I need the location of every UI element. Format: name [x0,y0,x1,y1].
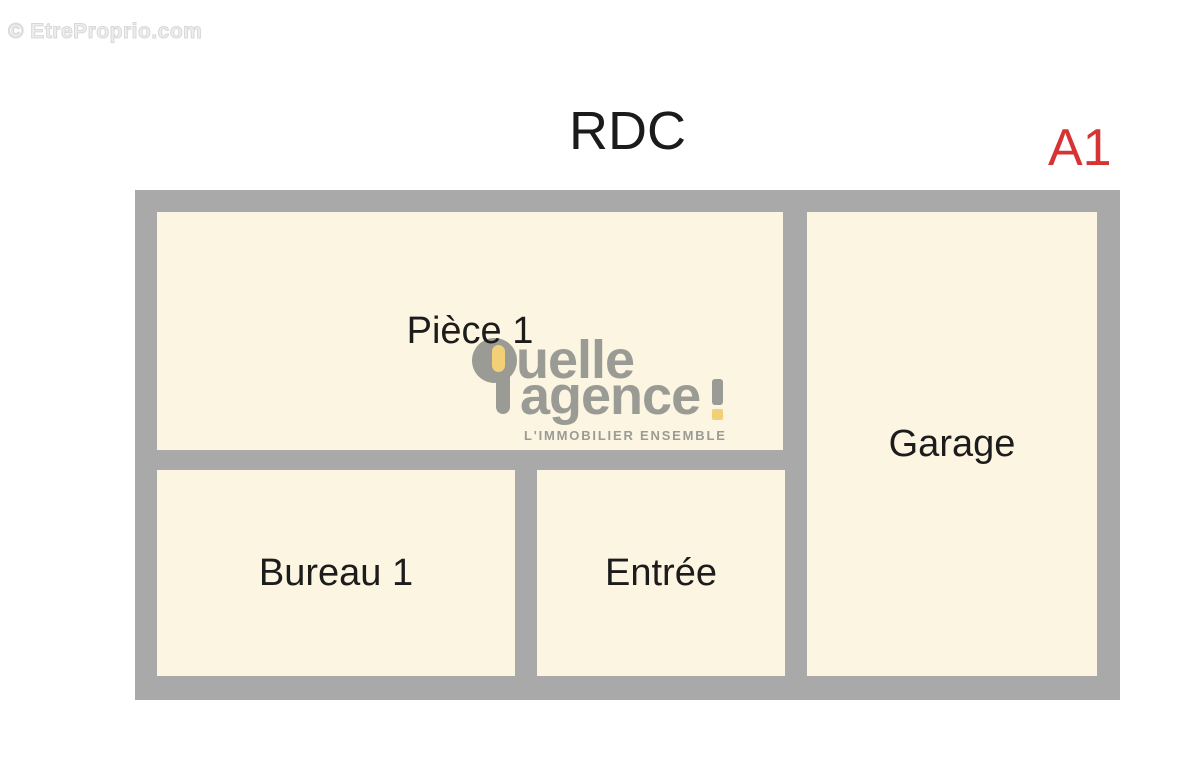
room-piece1-label: Pièce 1 [406,309,534,352]
photo-credit-watermark: © EtreProprio.com [7,20,203,44]
room-garage: Garage [807,212,1097,676]
room-entree: Entrée [537,470,785,676]
room-piece1: Pièce 1 [157,212,783,450]
unit-label: A1 [1048,119,1112,177]
room-bureau1-label: Bureau 1 [258,551,414,594]
room-bureau1: Bureau 1 [157,470,515,676]
room-garage-label: Garage [888,422,1016,465]
room-entree-label: Entrée [605,551,717,594]
floor-title: RDC [569,101,686,161]
floorplan-diagram: Pièce 1 Bureau 1 Entrée Garage [135,190,1120,700]
